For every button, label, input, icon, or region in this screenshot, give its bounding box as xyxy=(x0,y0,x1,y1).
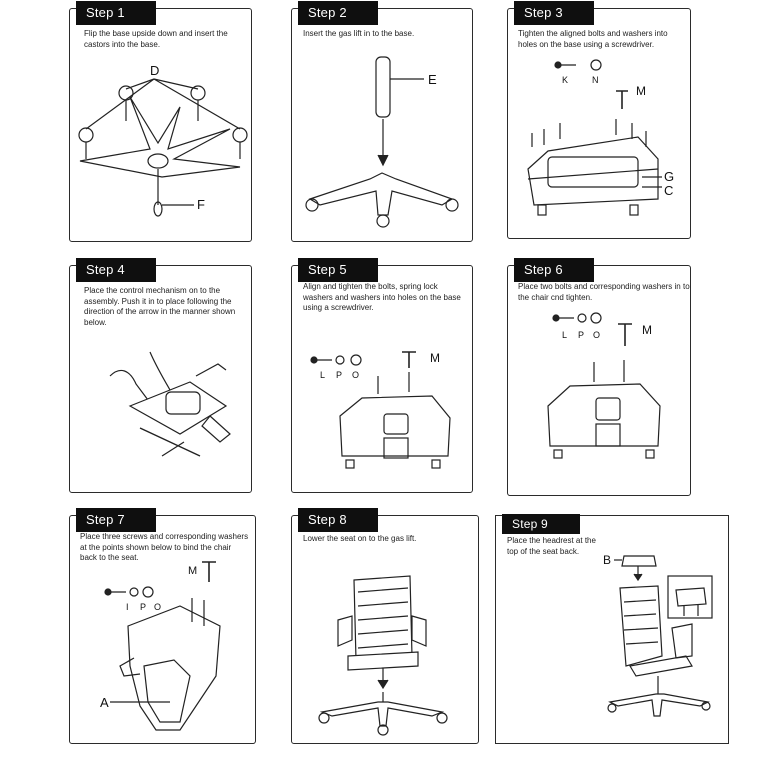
step-9-title: Step 9 xyxy=(502,514,580,534)
step-3-label-c: C xyxy=(664,183,673,198)
step-7-label-m: M xyxy=(188,565,197,577)
step-7-title: Step 7 xyxy=(76,508,156,532)
step-1-instructions: Flip the base upside down and insert the… xyxy=(84,29,228,49)
step-6-illustration: L P O M xyxy=(547,312,661,459)
step-9-instructions: Place the headrest at the top of the sea… xyxy=(507,536,596,556)
step-3-card: Step 3 Tighten the aligned bolts and was… xyxy=(507,1,691,239)
step-9-illustration: B xyxy=(603,553,713,717)
step-4-card: Step 4 Place the control mechanism on to… xyxy=(69,258,252,493)
step-8-title: Step 8 xyxy=(298,508,378,532)
step-1-label-d: D xyxy=(150,63,159,78)
step-5-illustration: L P O M xyxy=(310,351,451,469)
step-3-label-g: G xyxy=(664,169,674,184)
step-5-instructions: Align and tighten the bolts, spring lock… xyxy=(303,282,461,312)
step-2-illustration: E xyxy=(305,56,459,228)
step-5-title: Step 5 xyxy=(298,258,378,282)
step-7-card: Step 7 Place three screws and correspond… xyxy=(69,508,256,744)
step-5-label-l: L xyxy=(320,370,325,380)
step-7-illustration: M I P O A xyxy=(100,561,221,731)
step-3-label-m: M xyxy=(636,84,646,98)
step-6-instructions: Place two bolts and corresponding washer… xyxy=(518,282,690,302)
step-2-label-e: E xyxy=(428,72,437,87)
step-5-label-p: P xyxy=(336,370,342,380)
step-1-label-f: F xyxy=(197,197,205,212)
step-3-instructions: Tighten the aligned bolts and washers in… xyxy=(518,29,668,49)
step-1-card: Step 1 Flip the base upside down and ins… xyxy=(69,1,252,242)
step-1-illustration: D F xyxy=(78,63,248,217)
step-7-label-i: I xyxy=(126,602,129,612)
step-1-title: Step 1 xyxy=(76,1,156,25)
step-3-title: Step 3 xyxy=(514,1,594,25)
step-7-label-o: O xyxy=(154,602,161,612)
step-4-illustration xyxy=(109,351,231,457)
step-2-card: Step 2 Insert the gas lift in to the bas… xyxy=(291,1,473,242)
step-3-label-k: K xyxy=(562,75,568,85)
step-2-title: Step 2 xyxy=(298,1,378,25)
step-4-instructions: Place the control mechanism on to the as… xyxy=(84,286,236,327)
step-8-illustration xyxy=(318,575,448,736)
step-5-card: Step 5 Align and tighten the bolts, spri… xyxy=(291,258,473,493)
step-7-instructions: Place three screws and corresponding was… xyxy=(80,532,249,562)
step-5-label-m: M xyxy=(430,351,440,365)
step-6-label-o: O xyxy=(593,330,600,340)
step-8-instructions: Lower the seat on to the gas lift. xyxy=(303,534,417,543)
step-6-card: Step 6 Place two bolts and corresponding… xyxy=(507,258,691,496)
step-9-card: Step 9 Place the headrest at the top of … xyxy=(495,514,729,744)
step-6-label-l: L xyxy=(562,330,567,340)
step-7-label-a: A xyxy=(100,695,109,710)
step-4-title: Step 4 xyxy=(76,258,156,282)
step-3-label-n: N xyxy=(592,75,599,85)
step-5-label-o: O xyxy=(352,370,359,380)
step-6-title: Step 6 xyxy=(514,258,594,282)
step-7-label-p: P xyxy=(140,602,146,612)
step-8-card: Step 8 Lower the seat on to the gas lift… xyxy=(291,508,479,744)
step-6-label-p: P xyxy=(578,330,584,340)
step-2-instructions: Insert the gas lift in to the base. xyxy=(303,29,415,38)
step-6-label-m: M xyxy=(642,323,652,337)
step-9-label-b: B xyxy=(603,553,611,567)
step-3-illustration: K N M G C xyxy=(527,59,674,216)
